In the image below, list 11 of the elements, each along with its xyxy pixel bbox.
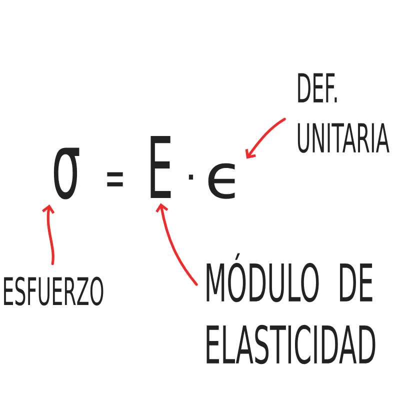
- annotation-text: DEF. UNITARIA: [298, 73, 390, 153]
- formula-symbol: E: [150, 136, 171, 198]
- equals-sign: =: [107, 172, 123, 186]
- annotation-text: ESFUERZO: [4, 276, 104, 306]
- arrow: [42, 204, 55, 266]
- multiplication-dot: ·: [188, 174, 194, 180]
- formula-symbol: σ: [54, 148, 80, 200]
- arrow: [245, 118, 286, 159]
- arrow: [156, 203, 198, 286]
- formula-symbol: ϵ: [208, 163, 235, 199]
- annotation-text: MÓDULO DE ELASTICIDAD: [206, 253, 376, 364]
